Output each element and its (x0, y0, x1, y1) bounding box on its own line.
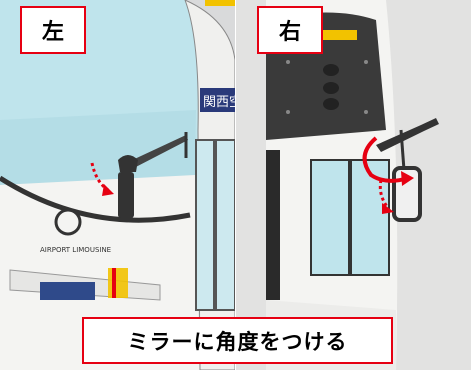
left-side-photo: 関西空 AIRPORT LIMOUSINE (0, 0, 235, 370)
left-label: 左 (20, 6, 86, 54)
destination-sign-text: 関西空 (203, 95, 235, 110)
bus-logo-text: AIRPORT LIMOUSINE (40, 246, 111, 254)
left-bus-model-illustration: 関西空 AIRPORT LIMOUSINE (0, 0, 235, 370)
right-bus-model-illustration (236, 0, 471, 370)
caption-box: ミラーに角度をつける (82, 317, 393, 364)
photo-divider (235, 0, 236, 370)
right-label: 右 (257, 6, 323, 54)
right-side-photo (236, 0, 471, 370)
